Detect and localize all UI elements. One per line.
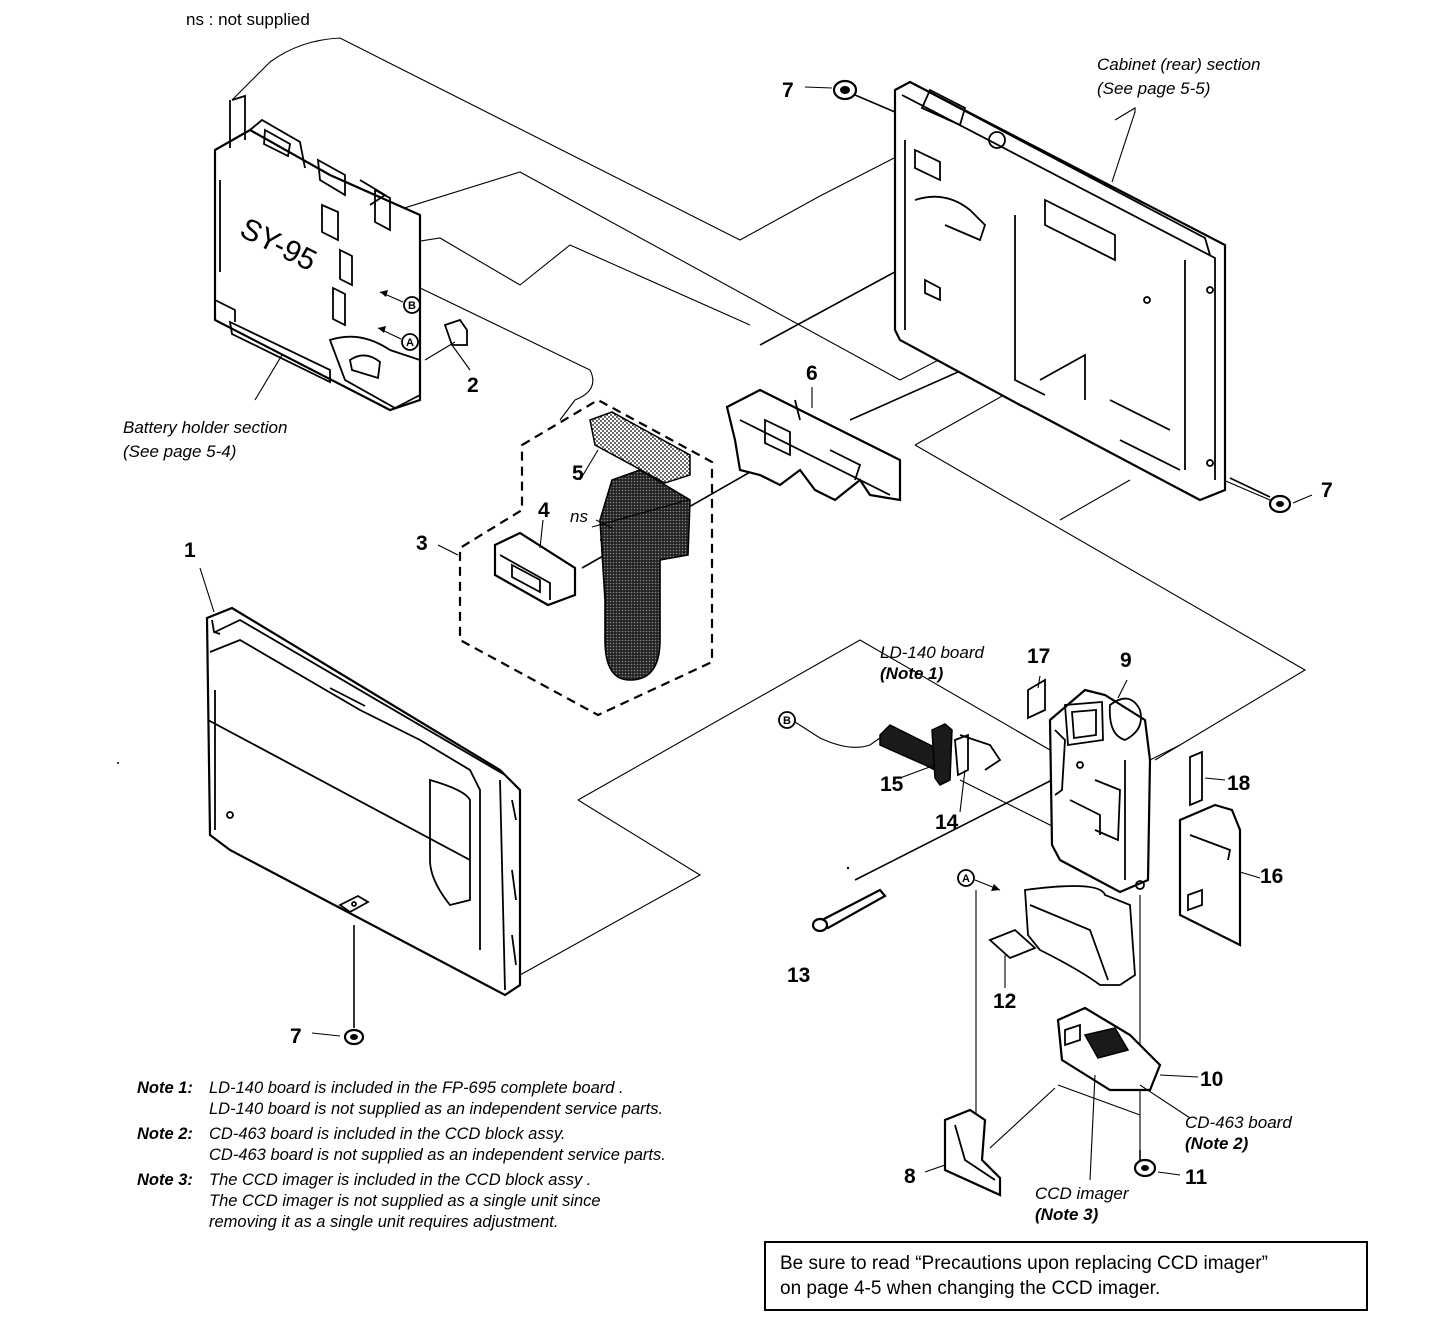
- note-text: The CCD imager is included in the CCD bl…: [209, 1171, 592, 1189]
- callout-7-top: 7: [782, 79, 794, 102]
- lens-assembly-group: [458, 398, 714, 717]
- callout-10: 10: [1200, 1068, 1223, 1091]
- svg-text:B: B: [783, 715, 791, 727]
- callout-8: 8: [904, 1165, 916, 1188]
- svg-text:A: A: [962, 873, 970, 885]
- svg-text:A: A: [406, 337, 414, 349]
- note-label: Note 1:: [137, 1079, 193, 1097]
- svg-text:B: B: [408, 300, 416, 312]
- note-text: LD-140 board is not supplied as an indep…: [209, 1100, 664, 1118]
- cd463-board-note: (Note 2): [1185, 1134, 1249, 1153]
- callout-7-bottom: 7: [290, 1025, 302, 1048]
- labels: ns : not supplied Cabinet (rear) section…: [123, 10, 1292, 1224]
- ccd-imager-note: (Note 3): [1035, 1205, 1099, 1224]
- callout-1: 1: [184, 539, 196, 562]
- callout-9: 9: [1120, 649, 1132, 672]
- not-supplied-marker: ns: [570, 507, 588, 526]
- callout-11: 11: [1185, 1166, 1208, 1189]
- connector-b-upper: B: [379, 290, 421, 314]
- leader-lines: [199, 107, 1261, 1181]
- connector-a-lower: A: [957, 869, 1001, 891]
- callout-16: 16: [1260, 865, 1283, 888]
- callout-12: 12: [993, 990, 1016, 1013]
- callout-3: 3: [416, 532, 428, 555]
- cd463-board-label: CD-463 board: [1185, 1113, 1292, 1132]
- callout-7-right: 7: [1321, 479, 1333, 502]
- screw-7-right: [1229, 477, 1313, 514]
- note-3: Note 3: The CCD imager is included in th…: [137, 1170, 797, 1233]
- ccd-precaution-warning: Be sure to read “Precautions upon replac…: [764, 1241, 1368, 1311]
- callout-15: 15: [880, 773, 904, 796]
- callout-2: 2: [467, 374, 479, 397]
- screws: [311, 79, 1313, 1178]
- notes-list: Note 1: LD-140 board is included in the …: [137, 1078, 797, 1237]
- warning-line-2: on page 4-5 when changing the CCD imager…: [780, 1278, 1161, 1299]
- callout-17: 17: [1027, 645, 1050, 668]
- battery-holder-ref: (See page 5-4): [123, 442, 236, 461]
- ccd-imager-label: CCD imager: [1035, 1184, 1130, 1203]
- note-text: CD-463 board is included in the CCD bloc…: [209, 1125, 566, 1143]
- note-text: CD-463 board is not supplied as an indep…: [209, 1146, 666, 1164]
- battery-holder-section: SY-95: [213, 94, 422, 412]
- connector-b-lower: B: [778, 711, 796, 729]
- note-1: Note 1: LD-140 board is included in the …: [137, 1078, 797, 1120]
- not-supplied-legend: ns : not supplied: [186, 10, 310, 29]
- battery-holder-label: Battery holder section: [123, 418, 287, 437]
- part-6-bracket: [725, 388, 902, 502]
- ld140-board-label: LD-140 board: [880, 643, 985, 662]
- callout-18: 18: [1227, 772, 1251, 795]
- note-label: Note 2:: [137, 1125, 193, 1143]
- cabinet-rear-ref: (See page 5-5): [1097, 79, 1210, 98]
- connector-markers: B A B A: [377, 290, 1001, 891]
- ld140-board: [794, 721, 1002, 786]
- callout-5: 5: [572, 462, 584, 485]
- cabinet-rear-section: [893, 80, 1227, 502]
- screw-7-top: [804, 79, 896, 113]
- note-text: removing it as a single unit requires ad…: [209, 1213, 559, 1231]
- callout-4: 4: [538, 499, 550, 522]
- note-2: Note 2: CD-463 board is included in the …: [137, 1124, 797, 1166]
- note-text: LD-140 board is included in the FP-695 c…: [209, 1079, 624, 1097]
- front-cabinet-part-1: [205, 606, 522, 997]
- warning-line-1: Be sure to read “Precautions upon replac…: [780, 1253, 1268, 1274]
- callout-14: 14: [935, 811, 959, 834]
- note-text: The CCD imager is not supplied as a sing…: [209, 1192, 601, 1210]
- part-callouts: 1 2 3 4 5 6 7 7 7 8 9 10 11 12 13 14 15 …: [184, 79, 1333, 1189]
- cabinet-rear-label: Cabinet (rear) section: [1097, 55, 1260, 74]
- screw-7-bottom: [311, 925, 365, 1046]
- screw-11: [1133, 1150, 1181, 1178]
- ld140-board-note: (Note 1): [880, 664, 944, 683]
- callout-13: 13: [787, 964, 810, 987]
- screw-13: [811, 888, 887, 933]
- note-label: Note 3:: [137, 1171, 193, 1189]
- connector-a-upper: A: [377, 326, 419, 351]
- callout-6: 6: [806, 362, 818, 385]
- ccd-block-assembly: [943, 678, 1242, 1197]
